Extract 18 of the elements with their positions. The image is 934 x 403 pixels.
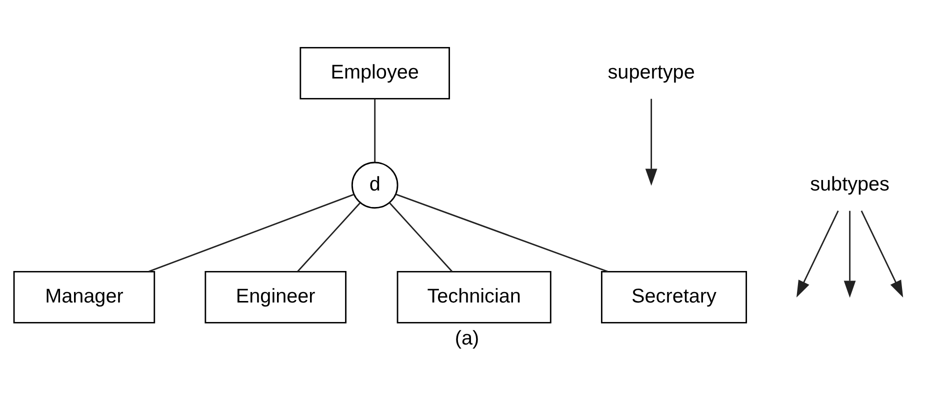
node-box: Employee	[300, 46, 450, 100]
node-text: subtypes	[810, 173, 890, 196]
arrow	[645, 98, 658, 186]
connector	[388, 202, 453, 272]
arrow	[844, 210, 856, 298]
caption: (a)	[454, 327, 480, 350]
connector	[148, 194, 354, 272]
node-box: Technician	[396, 270, 552, 324]
connector	[396, 194, 608, 272]
node-text: supertype	[608, 61, 695, 84]
connector	[297, 202, 361, 272]
node-box: Secretary	[600, 270, 747, 324]
arrow	[860, 210, 904, 298]
node-circle: d	[351, 162, 398, 209]
node-box: Engineer	[204, 270, 346, 324]
node-box: Manager	[13, 270, 156, 324]
connector	[374, 98, 376, 162]
arrow	[796, 210, 839, 298]
